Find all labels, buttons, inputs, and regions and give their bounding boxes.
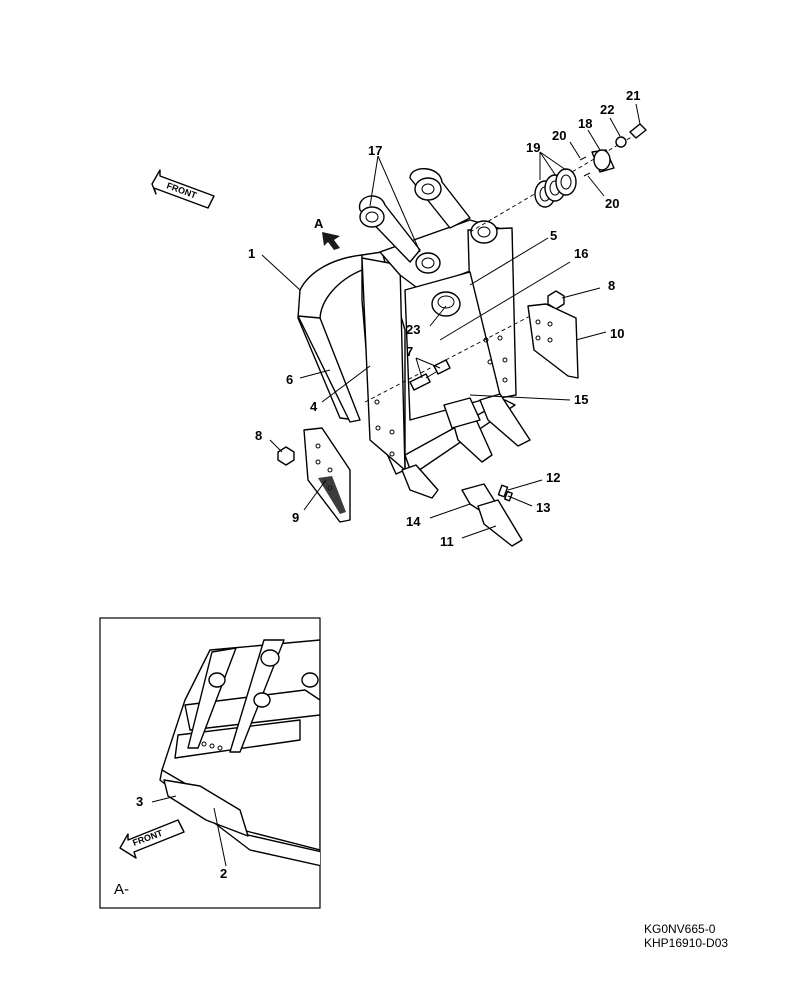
label-10: 10 (610, 326, 624, 341)
label-12: 12 (546, 470, 560, 485)
pin-hardware (534, 123, 647, 208)
view-a-letter: A (314, 216, 324, 231)
loose-tooth (461, 483, 523, 547)
bolts-7 (409, 359, 451, 391)
label-23: 23 (406, 322, 420, 337)
label-5: 5 (550, 228, 557, 243)
label-1: 1 (248, 246, 255, 261)
bucket-main (297, 168, 531, 499)
label-17: 17 (368, 143, 382, 158)
label-14: 14 (406, 514, 421, 529)
label-22: 22 (600, 102, 614, 117)
side-cutter-left (303, 427, 351, 523)
drawing-code-1: KG0NV665-0 (644, 922, 716, 936)
label-15: 15 (574, 392, 588, 407)
label-8-right: 8 (608, 278, 615, 293)
label-16: 16 (574, 246, 588, 261)
label-9: 9 (292, 510, 299, 525)
label-2: 2 (220, 866, 227, 881)
front-arrow-inset: FRONT (119, 819, 185, 859)
label-4: 4 (310, 399, 318, 414)
label-20-bottom: 20 (605, 196, 619, 211)
nut-8-right (547, 290, 565, 310)
side-cutter-right (527, 303, 579, 379)
label-13: 13 (536, 500, 550, 515)
label-18: 18 (578, 116, 592, 131)
label-19: 19 (526, 140, 540, 155)
part-labels: 1 6 4 5 16 23 7 15 8 8 9 10 12 13 14 11 … (248, 88, 640, 549)
inset-label: A- (114, 881, 129, 898)
label-6: 6 (286, 372, 293, 387)
label-11: 11 (440, 534, 454, 549)
view-a-marker: A (314, 216, 340, 250)
label-3: 3 (136, 794, 143, 809)
cutter-axis-line (364, 311, 539, 403)
label-7: 7 (406, 344, 413, 359)
leader-lines (261, 103, 641, 539)
label-20-top: 20 (552, 128, 566, 143)
label-21: 21 (626, 88, 640, 103)
inset-view-a: FRONT 3 2 A- (99, 617, 321, 909)
drawing-code-2: KHP16910-D03 (644, 936, 728, 950)
label-8-left: 8 (255, 428, 262, 443)
front-arrow-top: FRONT (151, 169, 215, 209)
